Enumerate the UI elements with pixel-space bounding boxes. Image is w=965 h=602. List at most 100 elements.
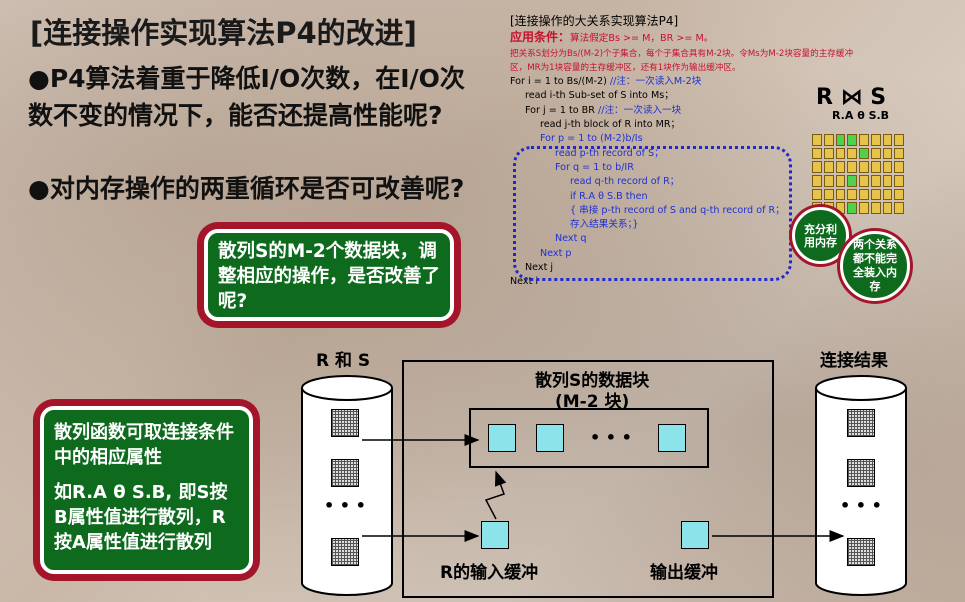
left-db-ellipsis: • • • [324, 496, 366, 515]
join-cond: R.A θ S.B [832, 109, 890, 122]
code-title: [连接操作的大关系实现算法P4] [510, 14, 679, 28]
memory-cell [823, 188, 834, 201]
memory-cell [870, 147, 881, 160]
bullet-1: ●P4算法着重于降低I/O次数，在I/O次数不变的情况下，能否还提高性能呢? [28, 64, 465, 130]
left-db-block [331, 409, 359, 437]
memory-cell [823, 147, 834, 160]
code-line-text: read q-th record of R； [570, 176, 680, 188]
code-line: For p = 1 to (M-2)b/Is [510, 132, 810, 146]
memory-cell [812, 188, 822, 201]
input-buffer-label: R的输入缓冲 [440, 563, 539, 583]
memory-cell [859, 134, 869, 146]
code-panel: [连接操作的大关系实现算法P4] 应用条件：算法假定Bs >= M，BR >= … [510, 14, 854, 290]
code-line: Next p [510, 247, 810, 261]
code-line: read q-th record of R； [510, 175, 810, 189]
memory-cell [894, 161, 904, 173]
page-title: [连接操作实现算法P4的改进] [30, 16, 417, 50]
memory-cell [870, 188, 881, 201]
memory-cell [870, 161, 881, 173]
code-line: For j = 1 to BR //注：一次读入一块 [510, 104, 810, 118]
code-line-text: read p-th record of S； [555, 147, 664, 159]
code-line: read j-th block of R into MR； [510, 118, 810, 132]
red-line-2: 区，MR为1块容量的主存缓冲区，还有1块作为输出缓冲区。 [510, 62, 741, 73]
code-line-text: For j = 1 to BR [525, 104, 598, 116]
right-db-block [847, 459, 875, 487]
left-db-label: R 和 S [316, 351, 371, 371]
memory-cell [835, 147, 846, 160]
memory-cell [894, 174, 904, 187]
bullet-2: ●对内存操作的两重循环是否可改善呢? [28, 174, 465, 203]
code-line: Next j [510, 261, 810, 275]
memory-cell [894, 134, 904, 146]
red-line-1: 把关系S划分为Bs/(M-2)个子集合，每个子集合具有M-2块。令Ms为M-2块… [510, 48, 854, 59]
callout-left-line1: 散列函数可取连接条件中的相应属性 [54, 422, 234, 468]
memory-cell [847, 188, 857, 201]
code-line: read p-th record of S； [510, 147, 810, 161]
memory-cell [870, 202, 881, 214]
code-line-text: if R.A θ S.B then [570, 190, 648, 202]
code-line-comment: //注：一次读入一块 [597, 104, 682, 116]
callout-left-line2: 如R.A θ S.B, 即S按B属性值进行散列，R按A属性值进行散列 [54, 482, 228, 553]
memory-cell [882, 188, 893, 201]
code-line-text: For i = 1 to Bs/(M-2) [510, 76, 610, 88]
circle-not-fit: 两个关系都不能完全装入内存 [840, 231, 910, 301]
circle-full-memory: 充分利用内存 [792, 207, 849, 264]
right-db-block [847, 538, 875, 566]
memory-cell [882, 161, 893, 173]
right-db-cylinder [815, 375, 907, 596]
memory-cell [882, 147, 893, 160]
hash-subtitle: (M-2 块) [555, 392, 630, 412]
code-line-text: Next p [540, 247, 572, 259]
code-line: Next q [510, 232, 810, 246]
code-line-text: { 串接 p-th record of S and q-th record of… [570, 204, 785, 216]
memory-cell [894, 202, 904, 214]
code-line-text: For p = 1 to (M-2)b/Is [540, 133, 643, 145]
memory-cell [847, 174, 857, 187]
code-line: { 串接 p-th record of S and q-th record of… [510, 204, 810, 218]
cond-text: 算法假定Bs >= M，BR >= M。 [570, 33, 714, 45]
callout-top: 散列S的M-2个数据块，调整相应的操作，是否改善了呢? [204, 229, 454, 321]
memory-cell [894, 147, 904, 160]
memory-cell [812, 147, 822, 160]
memory-cell [859, 147, 869, 160]
circle1-label: 充分利用内存 [804, 222, 837, 249]
memory-cell [847, 134, 857, 146]
memory-cell [847, 147, 857, 160]
code-line: read i-th Sub-set of S into Ms； [510, 89, 810, 103]
memory-cell [859, 161, 869, 173]
code-line-text: Next j [525, 262, 554, 274]
left-db-block [331, 538, 359, 566]
memory-cell [859, 174, 869, 187]
inner-loop-highlight [513, 146, 792, 281]
memory-cell [812, 161, 822, 173]
hash-ellipsis: • • • [590, 428, 632, 447]
memory-box [402, 360, 774, 598]
memory-cell [835, 202, 846, 214]
hash-title: 散列S的数据块 [535, 371, 650, 391]
memory-cell [859, 202, 869, 214]
code-line-text: read i-th Sub-set of S into Ms； [525, 90, 674, 102]
right-db-label: 连接结果 [820, 351, 888, 371]
right-db-ellipsis: • • • [840, 496, 882, 515]
hash-buffer-block [536, 424, 564, 452]
memory-cell [835, 188, 846, 201]
code-line: if R.A θ S.B then [510, 190, 810, 204]
memory-cell [823, 134, 834, 146]
memory-cell [835, 174, 846, 187]
join-symbol: R ⋈ S [816, 85, 887, 110]
lightning-arrow [484, 470, 507, 520]
circle2-label: 两个关系都不能完全装入内存 [853, 238, 897, 293]
memory-cell [835, 161, 846, 173]
code-line-text: read j-th block of R into MR； [540, 119, 681, 131]
memory-cell [882, 202, 893, 214]
code-line-text: Next q [555, 233, 587, 245]
right-db-block [847, 409, 875, 437]
memory-cell [882, 174, 893, 187]
code-line-text: Next i [510, 276, 539, 288]
code-line: 存入结果关系；} [510, 218, 810, 232]
code-line: For q = 1 to b/IR [510, 161, 810, 175]
memory-cell [870, 134, 881, 146]
code-line: Next i [510, 275, 810, 289]
